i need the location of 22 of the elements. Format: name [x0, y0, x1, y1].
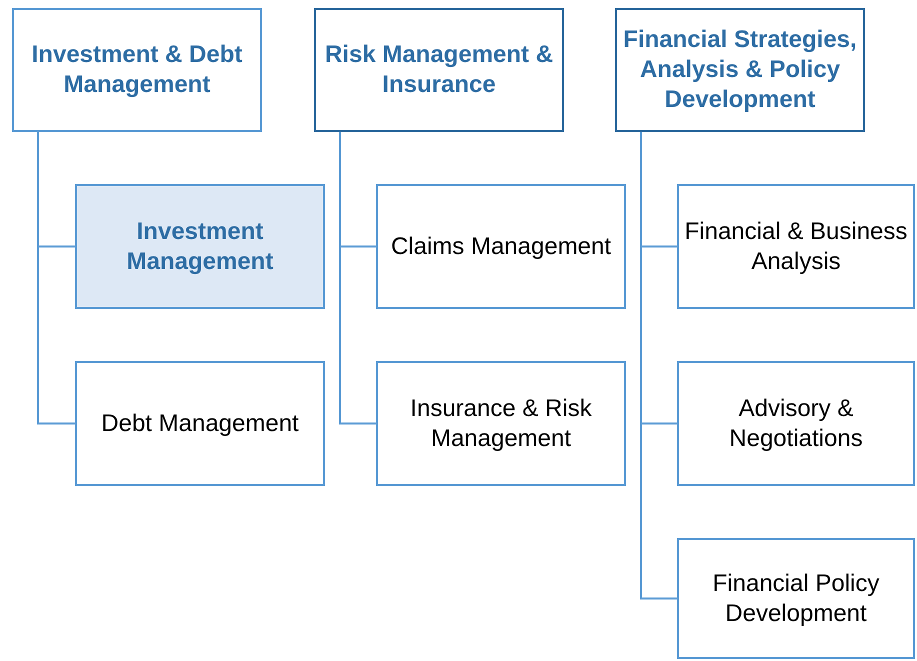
box-label: Financial & Business Analysis	[684, 216, 908, 276]
unit-box	[75, 361, 325, 486]
header-box	[615, 8, 865, 132]
unit-box	[376, 361, 626, 486]
box-label: Financial Policy Development	[712, 568, 880, 628]
box-label: Investment Management	[126, 216, 274, 276]
header-box	[12, 8, 262, 132]
box-label: Debt Management	[101, 408, 299, 438]
box-label: Claims Management	[390, 232, 612, 262]
unit-box	[677, 184, 915, 309]
box-label: Advisory & Negotiations	[728, 394, 864, 454]
unit-box	[677, 361, 915, 486]
header-box	[314, 8, 564, 132]
unit-box	[376, 184, 626, 309]
connector-line	[37, 132, 75, 424]
connector-line	[339, 132, 376, 424]
box-label: Insurance & Risk Management	[409, 394, 593, 454]
box-label: Risk Management & Insurance	[324, 40, 554, 100]
box-label: Financial Strategies, Analysis & Policy Development	[622, 25, 858, 115]
box-label: Investment & Debt Management	[30, 40, 244, 100]
unit-box	[75, 184, 325, 309]
unit-box	[677, 538, 915, 659]
